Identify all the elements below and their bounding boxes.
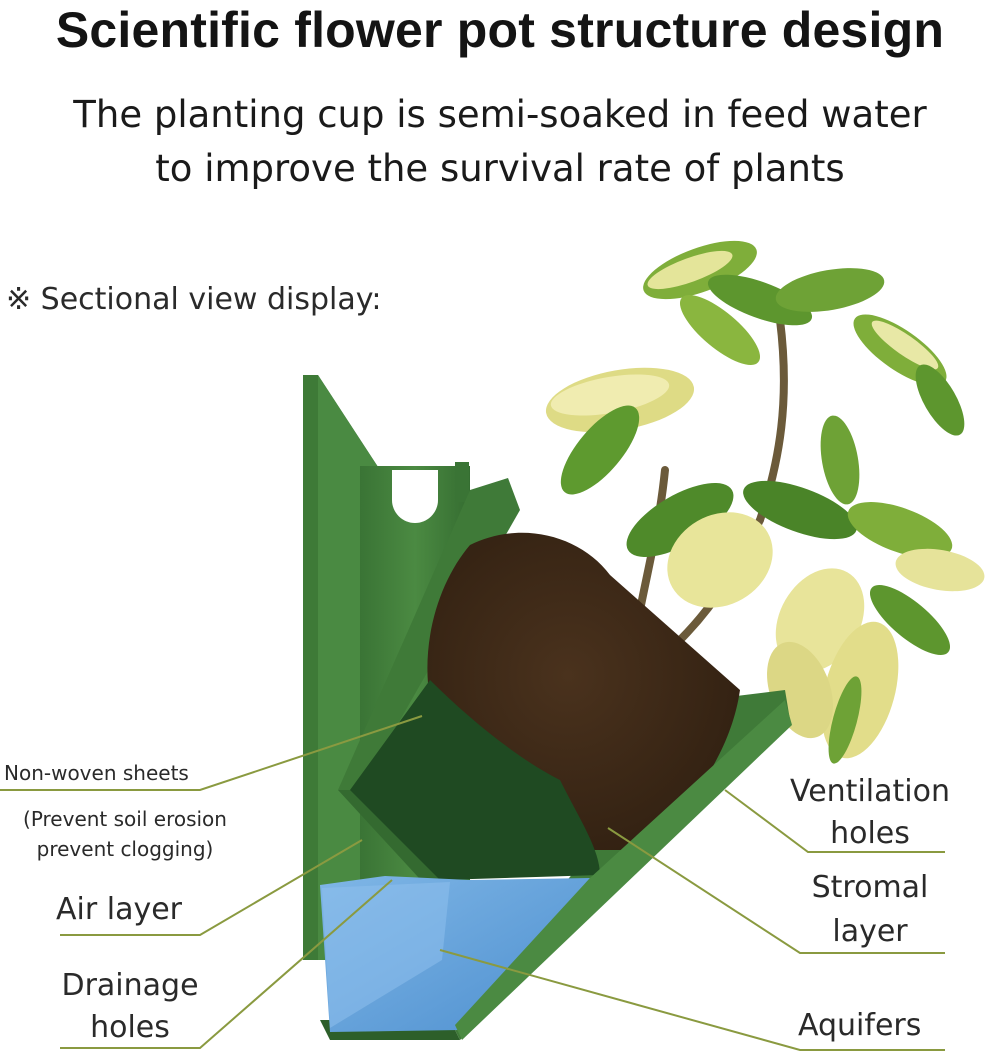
label-non-woven-sheets: Non-woven sheets (4, 761, 189, 785)
label-air-layer: Air layer (56, 892, 182, 927)
subtitle-line-1: The planting cup is semi-soaked in feed … (73, 93, 927, 136)
label-non-woven-note-1: (Prevent soil erosion (23, 807, 227, 831)
non-woven-sheet (350, 680, 600, 880)
label-drainage-line-1: Drainage (61, 968, 199, 1003)
label-aquifers: Aquifers (798, 1008, 922, 1043)
label-ventilation-line-1: Ventilation (790, 774, 950, 809)
pot-front-wall (455, 700, 792, 1040)
label-drainage-line-2: holes (90, 1010, 170, 1045)
subtitle-line-2: to improve the survival rate of plants (155, 147, 845, 190)
plant-leaves (545, 240, 985, 764)
label-stromal-line-1: Stromal (811, 870, 929, 905)
label-stromal-line-2: layer (832, 914, 908, 949)
section-heading: ※ Sectional view display: (6, 282, 382, 317)
label-ventilation-line-2: holes (830, 816, 910, 851)
label-leader-lines (0, 715, 945, 1051)
label-non-woven-note-2: prevent clogging) (36, 837, 214, 861)
page-title: Scientific flower pot structure design (55, 2, 945, 58)
